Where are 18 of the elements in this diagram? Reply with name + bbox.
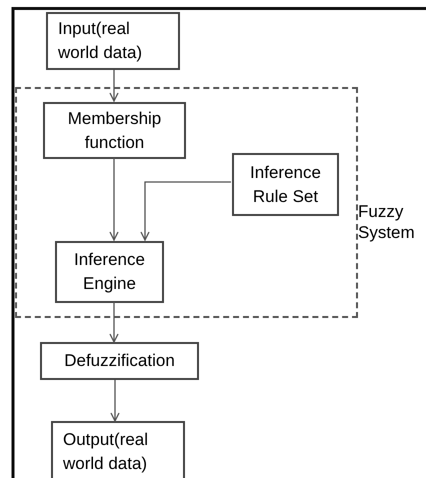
box-label: Input(real world data) xyxy=(57,18,144,64)
box-label: Inference Engine xyxy=(73,249,146,295)
process-box xyxy=(55,241,164,303)
arrow xyxy=(109,302,119,343)
box-label: Output(real world data) xyxy=(62,429,150,475)
arrow xyxy=(110,380,120,422)
box-label: Membership function xyxy=(66,108,162,154)
box-label: Inference Rule Set xyxy=(249,162,322,208)
box-label: Defuzzification xyxy=(64,350,175,372)
process-box xyxy=(232,153,339,216)
arrow xyxy=(109,158,119,241)
arrow xyxy=(140,181,231,241)
process-box xyxy=(46,12,180,70)
process-box xyxy=(43,102,186,159)
group-label: Fuzzy System xyxy=(358,201,416,243)
process-box xyxy=(51,421,185,478)
process-box xyxy=(40,342,199,380)
arrow xyxy=(109,70,119,102)
